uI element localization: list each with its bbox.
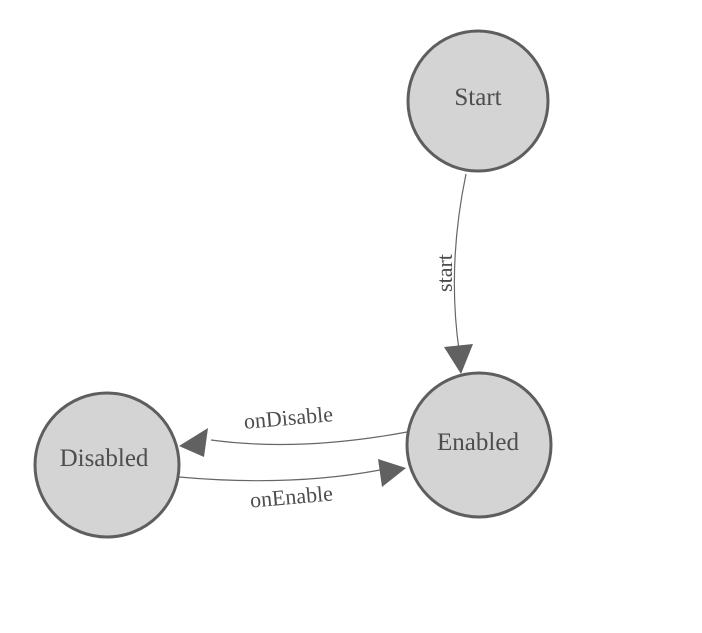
edge-start-to-enabled <box>453 173 467 351</box>
arrowhead-start-to-enabled-icon <box>444 344 473 374</box>
state-node-disabled[interactable] <box>33 391 181 539</box>
edge-label-ondisable: onDisable <box>243 401 334 434</box>
state-node-label-disabled: Disabled <box>60 445 149 472</box>
state-node-enabled[interactable] <box>405 371 553 519</box>
state-node-start[interactable] <box>406 29 550 173</box>
edge-disabled-to-enabled <box>178 469 381 482</box>
arrowhead-enabled-to-disabled-icon <box>179 428 208 457</box>
state-node-label-start: Start <box>454 84 501 111</box>
arrowhead-disabled-to-enabled-icon <box>378 459 406 487</box>
state-node-label-enabled: Enabled <box>437 429 519 456</box>
edge-label-onenable: onEnable <box>249 480 334 512</box>
edge-enabled-to-disabled <box>210 431 408 446</box>
edge-label-start: start <box>432 254 457 292</box>
